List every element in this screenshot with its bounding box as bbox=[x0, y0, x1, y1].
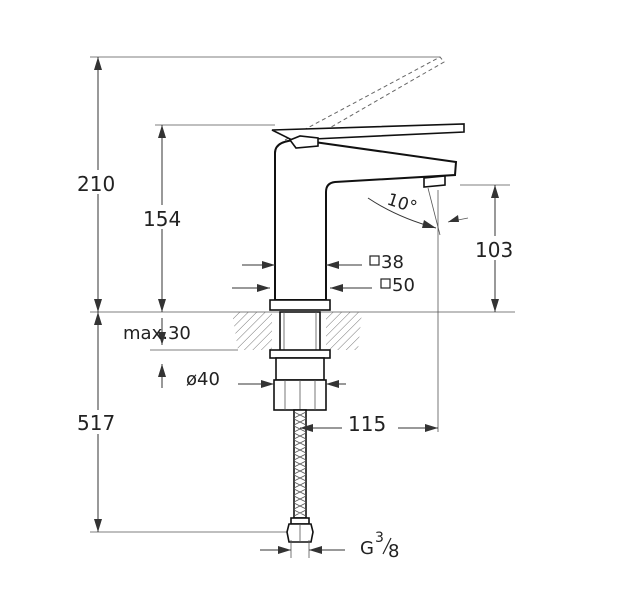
dimension-reach: 115 bbox=[300, 412, 438, 436]
label-angle: 10° bbox=[384, 190, 419, 218]
label-thread-num: 3 bbox=[375, 530, 384, 546]
label-154: 154 bbox=[143, 207, 181, 231]
dimension-outlet-height: 103 bbox=[472, 185, 522, 312]
label-38: 38 bbox=[381, 252, 404, 273]
label-diameter: ø40 bbox=[186, 369, 220, 390]
label-50: 50 bbox=[392, 275, 415, 296]
dimension-total-height: 210 bbox=[75, 57, 125, 312]
dimension-max-thickness: max.30 bbox=[123, 318, 238, 388]
dimension-flange-square: 50 bbox=[232, 275, 415, 296]
mounting-nut bbox=[273, 379, 327, 411]
lever-raised-outline bbox=[284, 56, 445, 146]
dimension-diameter: ø40 bbox=[186, 369, 346, 390]
faucet-body bbox=[271, 123, 465, 301]
shank bbox=[269, 311, 331, 381]
label-210: 210 bbox=[77, 172, 115, 196]
label-thread-den: 8 bbox=[388, 541, 399, 562]
dimension-angle: 10° bbox=[367, 187, 469, 236]
label-thread-prefix: G bbox=[360, 538, 374, 559]
label-115: 115 bbox=[348, 412, 386, 436]
label-103: 103 bbox=[475, 238, 513, 262]
dimension-thread: G 3 8 bbox=[260, 530, 399, 562]
label-max30: max.30 bbox=[123, 323, 191, 344]
braided-hose bbox=[293, 409, 307, 519]
hose-fitting bbox=[286, 517, 314, 543]
countertop-section bbox=[90, 311, 515, 350]
dimension-spout-height: 154 bbox=[140, 125, 188, 312]
dimension-below-counter: 517 bbox=[75, 312, 125, 532]
base-flange bbox=[269, 299, 331, 311]
label-517: 517 bbox=[77, 411, 115, 435]
dimension-body-square: 38 bbox=[242, 252, 404, 273]
extension-lines bbox=[90, 56, 510, 533]
